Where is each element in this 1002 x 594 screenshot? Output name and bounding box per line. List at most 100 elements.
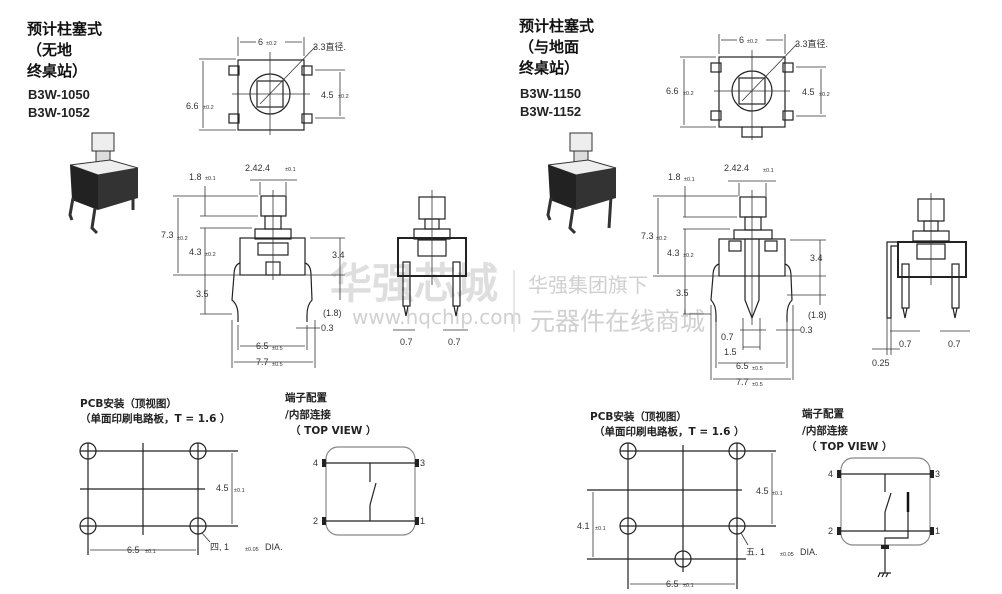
dim-lead: 3.5 (196, 289, 209, 299)
terminal-title: 端子配置 (285, 391, 327, 404)
dim-tolerance: ±0.2 (266, 41, 277, 47)
terminal-view-label: （ TOP VIEW ） (290, 424, 377, 437)
terminal-subtitle: /内部连接 (802, 424, 848, 437)
dim-tolerance: ±0.05 (780, 552, 794, 558)
dim-tolerance: ±0.1 (285, 167, 296, 173)
dim-pcb-width: 6.5 (127, 545, 140, 555)
dim-ground-thickness: 0.25 (872, 358, 890, 368)
dim-hole-unit: DIA. (265, 542, 283, 552)
right-panel: 预计柱塞式 （与地面 终桌站） B3W-1150 B3W-1152 (519, 17, 970, 589)
terminal-schematic (322, 446, 419, 536)
model-number: B3W-1050 (28, 87, 90, 102)
dim-tolerance: ±0.2 (656, 236, 667, 242)
dim-center-pin-width: 0.7 (721, 332, 734, 342)
dim-body-height: 4.3 (189, 247, 202, 257)
dim-tolerance: ±0.5 (752, 382, 763, 388)
pcb-hole-layout (587, 442, 776, 589)
dim-tolerance: ±0.5 (752, 366, 763, 372)
dim-tolerance: ±0.5 (272, 346, 283, 352)
dim-tolerance: ±0.1 (763, 168, 774, 174)
watermarks: 华强芯城 www.hqchip.com 华强集团旗下 元器件在线商城 (330, 259, 705, 336)
dim-pcb-height: 4.5 (756, 486, 769, 496)
dim-plunger-height: 1.8 (668, 172, 681, 182)
pcb-subtitle: （单面印刷电路板，T = 1.6 ） (80, 412, 231, 425)
pin-label-1: 1 (935, 526, 940, 536)
model-number: B3W-1150 (520, 86, 581, 101)
switch-product-image (546, 132, 617, 235)
terminal-subtitle: /内部连接 (285, 408, 331, 421)
dim-total-height: 7.3 (641, 231, 654, 241)
dim-plunger-width: 2.42.4 (245, 163, 270, 173)
dim-lead-pitch: 6.5 (256, 341, 269, 351)
side-view-drawing (653, 180, 826, 380)
dim-tolerance: ±0.2 (683, 91, 694, 97)
watermark-url: www.hqchip.com (352, 305, 522, 329)
dim-tolerance: ±0.1 (684, 177, 695, 183)
dim-height: 6.6 (186, 101, 199, 111)
dim-lead: 3.5 (676, 288, 689, 298)
terminal-schematic (837, 457, 934, 578)
pcb-title: PCB安装（顶视图） (80, 397, 177, 410)
end-view-drawing (393, 190, 468, 331)
dim-pcb-ground-offset: 4.1 (577, 521, 590, 531)
title-line-2: （与地面 (519, 38, 579, 56)
watermark-brand: 华强芯城 (330, 259, 498, 308)
pin-label-4: 4 (828, 469, 833, 479)
dim-tolerance: ±0.1 (772, 491, 783, 497)
dim-width: 6 (258, 37, 263, 47)
dim-tolerance: ±0.1 (595, 526, 606, 532)
dim-hole-unit: DIA. (800, 547, 818, 557)
top-view-drawing (199, 37, 345, 135)
dim-tolerance: ±0.2 (203, 105, 214, 111)
title-line-3: 终桌站） (519, 59, 579, 77)
dim-pitch: 4.5 (802, 87, 815, 97)
dim-pitch: 4.5 (321, 90, 334, 100)
dim-body: 3.4 (810, 253, 823, 263)
pcb-subtitle: （单面印刷电路板，T = 1.6 ） (594, 425, 745, 438)
dim-lead-thickness: 0.3 (800, 325, 813, 335)
dim-lead-width: 0.7 (400, 337, 413, 347)
dim-tolerance: ±0.2 (177, 236, 188, 242)
dim-plunger-diameter: 3.3直径. (795, 38, 828, 49)
pin-label-1: 1 (420, 516, 425, 526)
dim-lead-width: 0.7 (899, 339, 912, 349)
pcb-title: PCB安装（顶视图） (590, 410, 687, 423)
dim-tolerance: ±0.2 (205, 252, 216, 258)
pin-label-4: 4 (313, 458, 318, 468)
dim-lead-ref: (1.8) (323, 308, 342, 318)
dim-lead-pitch: 6.5 (736, 361, 749, 371)
pin-label-2: 2 (313, 516, 318, 526)
pin-label-3: 3 (935, 469, 940, 479)
title-line-2: （无地 (27, 41, 72, 59)
switch-product-image (68, 132, 139, 235)
model-number: B3W-1052 (28, 105, 90, 120)
pin-label-2: 2 (828, 526, 833, 536)
terminal-view-label: （ TOP VIEW ） (806, 440, 893, 453)
dim-tolerance: ±0.1 (234, 488, 245, 494)
end-view-drawing (872, 193, 970, 355)
dim-tolerance: ±0.2 (747, 39, 758, 45)
title-line-3: 终桌站） (27, 62, 87, 80)
dim-tolerance: ±0.2 (338, 94, 349, 100)
dim-hole: 五. 1 (746, 547, 765, 557)
watermark-line-2: 元器件在线商城 (530, 307, 705, 336)
terminal-title: 端子配置 (802, 407, 844, 420)
dim-lead-thickness: 0.3 (321, 323, 334, 333)
dim-total-height: 7.3 (161, 230, 174, 240)
dim-lead-span: 7.7 (256, 357, 269, 367)
dim-tolerance: ±0.1 (145, 549, 156, 555)
dim-hole: 四, 1 (210, 542, 229, 552)
pcb-hole-layout (79, 442, 238, 555)
dim-lead-width: 0.7 (948, 339, 961, 349)
dim-lead-width: 0.7 (448, 337, 461, 347)
pin-label-3: 3 (420, 458, 425, 468)
dim-height: 6.6 (666, 86, 679, 96)
dim-body: 3.4 (332, 250, 345, 260)
watermark-line-1: 华强集团旗下 (528, 273, 648, 297)
dim-body-height: 4.3 (667, 248, 680, 258)
title-line-1: 预计柱塞式 (27, 20, 102, 38)
dim-tolerance: ±0.05 (245, 547, 259, 553)
dim-tolerance: ±0.1 (205, 176, 216, 182)
side-view-drawing (173, 179, 345, 368)
